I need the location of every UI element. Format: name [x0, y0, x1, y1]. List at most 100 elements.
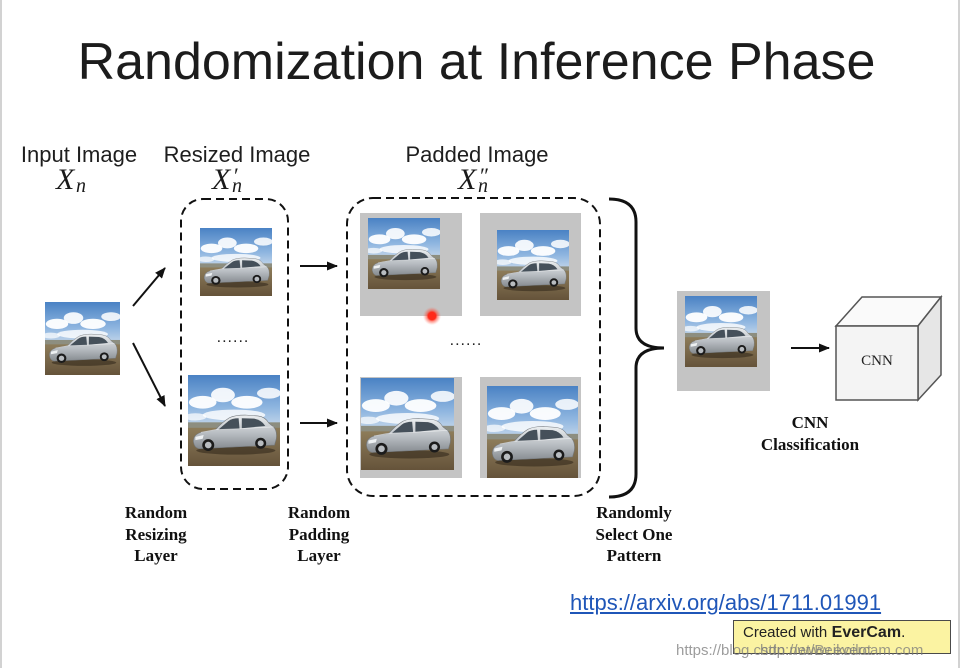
car-photo-graphic	[487, 386, 578, 478]
car-headlight	[205, 272, 213, 277]
resized-ellipsis: ......	[216, 329, 250, 346]
car-shadow	[206, 281, 269, 288]
caption-line: Padding	[288, 524, 350, 544]
car-rear-rim	[254, 276, 260, 282]
car-front-rim	[213, 277, 219, 283]
car-rear-window	[415, 421, 440, 432]
cloud	[200, 243, 223, 254]
input-image-label: Input Image	[20, 142, 138, 167]
cloud	[45, 332, 60, 339]
car-front-window	[708, 329, 726, 339]
symbol-base: X	[458, 163, 477, 196]
cloud	[101, 312, 120, 321]
random-resizing-layer-caption: Random Resizing Layer	[91, 502, 221, 567]
resized-image-label: Resized Image	[163, 142, 311, 167]
car-front-window	[69, 336, 87, 346]
clouds	[685, 305, 757, 332]
arrow-input-to-resized-bottom-icon	[132, 342, 166, 407]
car-rear-window	[727, 329, 746, 338]
symbol-subscript: n	[232, 175, 242, 197]
cloud	[80, 318, 106, 330]
cloud	[231, 395, 263, 409]
symbol-base: X	[212, 163, 231, 196]
car-headlight	[195, 435, 204, 441]
car-rear-window	[242, 260, 261, 268]
car-front-rim	[698, 348, 704, 354]
car-rear-rim	[555, 451, 562, 459]
selected-pattern-canvas	[677, 291, 770, 391]
caption-line: Randomly	[596, 503, 672, 522]
car-rear-rim	[101, 354, 107, 360]
car-beltline	[200, 426, 274, 433]
selected-pattern-image	[685, 296, 757, 367]
car-shadow	[495, 458, 574, 467]
cloud	[257, 387, 280, 399]
car-rear-rim	[551, 280, 557, 285]
evercam-watermark-text: Created with EverCam.	[743, 623, 906, 643]
caption-line: Select One	[595, 524, 673, 544]
padded-image-symbol: X ″ n	[458, 165, 502, 199]
cloud	[497, 246, 520, 256]
input-image	[45, 302, 120, 375]
cloud	[361, 399, 390, 413]
car-photo-graphic	[685, 296, 757, 367]
car-headlight	[502, 276, 510, 281]
car-shadow	[51, 359, 117, 366]
car-photo-graphic	[45, 302, 120, 375]
cloud	[188, 413, 207, 421]
car-shadow	[503, 284, 566, 292]
cube-front-face	[835, 325, 919, 401]
symbol-subscript: n	[478, 175, 488, 197]
caption-line: Resizing	[125, 524, 187, 544]
cloud	[509, 398, 534, 414]
cloud	[685, 312, 708, 323]
car-front-rim	[378, 445, 385, 453]
car-rear-rim	[431, 443, 438, 451]
car-photo-graphic	[497, 230, 569, 300]
symbol-prime: ″	[480, 163, 490, 188]
car-rear-rim	[739, 346, 745, 352]
padded-ellipsis: ......	[449, 332, 483, 349]
random-select-caption: Randomly Select One Pattern	[569, 502, 699, 567]
cloud	[404, 399, 437, 413]
symbol-prime: ′	[234, 163, 239, 188]
cloud	[254, 237, 272, 246]
car-front-window	[391, 421, 414, 434]
paper-link[interactable]: https://arxiv.org/abs/1711.01991	[570, 590, 882, 615]
car-beltline	[378, 258, 435, 264]
car-photo-graphic	[188, 375, 280, 466]
car-beltline	[499, 438, 572, 445]
cnn-classification-caption: CNN Classification	[745, 412, 875, 455]
resized-image-bottom	[188, 375, 280, 466]
cloud	[422, 227, 440, 237]
cloud	[233, 243, 259, 254]
cloud	[188, 395, 217, 409]
cloud	[401, 234, 427, 245]
cloud	[555, 398, 578, 410]
padded-image-bottom-left	[361, 378, 454, 470]
car-headlight	[494, 446, 503, 452]
cloud	[63, 312, 84, 324]
cloud	[200, 256, 215, 262]
cloud	[368, 234, 391, 245]
padded-canvas-bottom-right	[480, 377, 581, 478]
car-rear-window	[88, 336, 108, 345]
cloud	[45, 318, 69, 330]
cloud	[551, 239, 569, 249]
car-front-rim	[510, 281, 516, 287]
caption-line: Classification	[760, 434, 860, 454]
resized-image-top	[200, 228, 272, 296]
watermark-prefix: Created with	[743, 624, 828, 641]
slide-title: Randomization at Inference Phase	[77, 33, 876, 91]
car-front-rim	[503, 453, 511, 461]
car-headlight	[51, 350, 58, 355]
car-rear-window	[540, 429, 564, 440]
car-front-rim	[204, 441, 212, 449]
car-beltline	[507, 269, 564, 275]
car-front-window	[223, 260, 241, 269]
evercam-watermark-box: Created with EverCam.	[733, 620, 951, 654]
cloud	[487, 424, 506, 432]
car-shadow	[374, 273, 437, 281]
padded-canvas-top-right	[480, 213, 581, 316]
